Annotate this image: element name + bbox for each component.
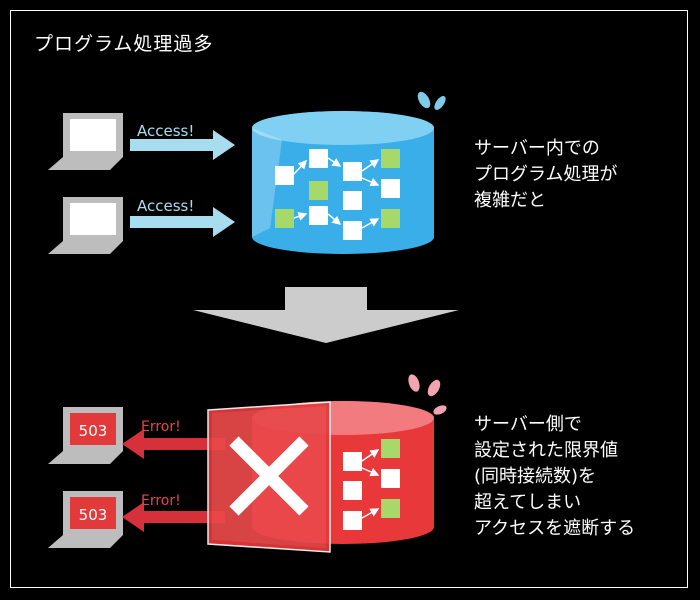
access-arrow-1-label: Access! <box>137 122 194 140</box>
flow-node <box>343 162 362 181</box>
flow-node <box>343 452 362 471</box>
bottom-note-line: 超えてしまい <box>474 492 582 513</box>
client-laptop-2 <box>48 197 123 254</box>
diagram-frame <box>10 10 688 588</box>
diagram-title: プログラム処理過多 <box>34 33 214 55</box>
error-arrow-2-label: Error! <box>141 493 181 509</box>
bottom-note-line: アクセスを遮断する <box>474 518 636 539</box>
client-laptop-1 <box>48 113 123 170</box>
top-note-line: サーバー内での <box>474 138 600 159</box>
error-arrow-2: Error! <box>122 493 225 532</box>
flow-node <box>275 209 294 228</box>
flow-node <box>309 206 328 225</box>
flow-node <box>381 179 400 198</box>
flow-node <box>381 439 400 458</box>
flow-node <box>343 221 362 240</box>
flow-node <box>275 166 294 185</box>
program-flow-bottom <box>343 439 400 530</box>
bottom-note-line: 設定された限界値 <box>474 440 618 461</box>
blocked-x-icon <box>229 436 309 516</box>
top-explanation: サーバー内での プログラム処理が 複雑だと <box>474 136 617 214</box>
flow-node <box>343 481 362 500</box>
bottom-explanation: サーバー側で 設定された限界値 (同時接続数)を 超えてしまい アクセスを遮断す… <box>474 412 635 542</box>
sweat-drops-top <box>417 91 446 110</box>
top-note-line: プログラム処理が <box>474 164 618 185</box>
access-arrow-2-label: Access! <box>137 197 194 215</box>
error-arrow-1-label: Error! <box>141 419 181 435</box>
transition-down-arrow <box>193 287 459 343</box>
client-laptop-error-1: 503 <box>48 407 123 464</box>
access-arrow-2: Access! <box>130 197 235 237</box>
top-note-line: 複雑だと <box>474 190 546 211</box>
error-arrow-1: Error! <box>122 419 225 459</box>
flow-node <box>309 181 328 200</box>
flow-node <box>343 191 362 210</box>
flow-node <box>309 149 328 168</box>
client-laptop-error-2: 503 <box>48 491 123 548</box>
sweat-drops-bottom <box>408 374 447 415</box>
program-flow-top <box>275 149 400 240</box>
flow-node <box>381 469 400 488</box>
error-screen-label-2: 503 <box>79 506 108 524</box>
flow-node <box>381 499 400 518</box>
flow-node <box>381 209 400 228</box>
bottom-note-line: サーバー側で <box>474 414 582 435</box>
flow-node <box>343 511 362 530</box>
error-screen-label-1: 503 <box>79 422 108 440</box>
flow-node <box>381 149 400 168</box>
block-panel <box>207 401 331 553</box>
bottom-note-line: (同時接続数)を <box>474 466 597 487</box>
access-arrow-1: Access! <box>130 122 235 160</box>
